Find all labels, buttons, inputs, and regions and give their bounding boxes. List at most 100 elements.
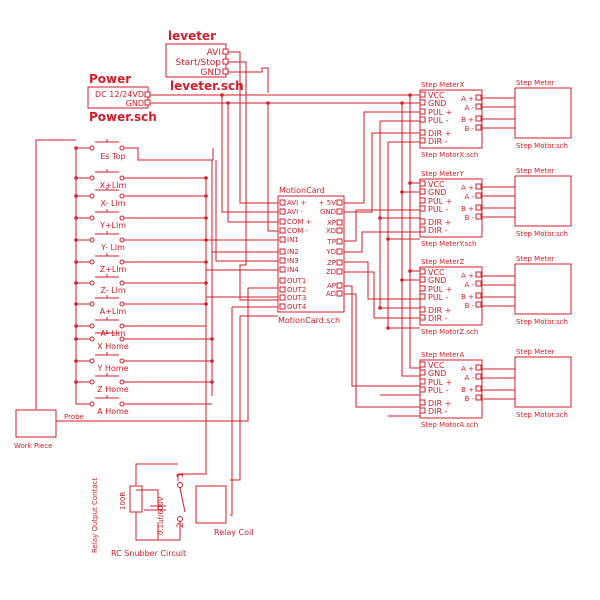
- relay-pin-2-label: 2: [176, 522, 186, 528]
- capacitor-symbol: [135, 489, 166, 523]
- motion-card-left-pin-label: OUT4: [287, 303, 307, 311]
- driver-file: Step MeterY.sch: [421, 240, 476, 248]
- motion-card-right-pin-label: YD: [325, 248, 336, 256]
- motor-file: Step Motor.sch: [516, 142, 568, 150]
- power-pin-gnd: GND: [126, 99, 144, 108]
- motion-card-right-pin-label: AP: [327, 282, 336, 290]
- driver-out-pin-label: B -: [464, 214, 474, 222]
- driver-pin-mark: [419, 226, 426, 233]
- power-sheet[interactable]: Power DC 12/24VD GND Power.sch: [87, 72, 157, 124]
- driver-pin-mark: [419, 99, 426, 106]
- limit-switch[interactable]: X- Llm: [89, 187, 126, 208]
- switch-label: Y Home: [96, 364, 128, 373]
- switch-label: Z- Llm: [100, 286, 125, 295]
- motion-card-right-pin-mark: [336, 259, 343, 266]
- motion-card-sheet[interactable]: MotionCard MotionCard.sch AVI +AVI -COM …: [277, 186, 345, 325]
- driver-out-pin-label: A +: [461, 365, 474, 373]
- work-piece[interactable]: Work Piece: [14, 409, 57, 450]
- motor-body: [514, 263, 572, 315]
- driver-body: [419, 266, 483, 326]
- motion-card-left-pin-mark: [279, 208, 286, 215]
- motion-card-right-pin-label: + 5V: [319, 199, 337, 207]
- driver-title: Step MeterA: [421, 351, 464, 359]
- motion-card-right-pin-label: ZD: [326, 268, 336, 276]
- driver-pin-label: PUL -: [428, 293, 449, 302]
- limit-switch[interactable]: A Home: [89, 395, 129, 416]
- driver-out-pin-mark: [475, 385, 482, 392]
- driver-pin-label: GND: [428, 276, 446, 285]
- limit-switch[interactable]: Z- Llm: [89, 274, 126, 295]
- leveter-pin-gnd: GND: [200, 68, 221, 78]
- switch-label: Y- Llm: [100, 243, 125, 252]
- driver-pin-label: GND: [428, 99, 446, 108]
- driver-pin-mark: [419, 369, 426, 376]
- rc-snubber: Relay Output Contact 100R 0.1uf/600V 1 2…: [91, 472, 186, 558]
- leveter-sheet[interactable]: leveter AVI Start/Stop GND leveter.sch: [165, 29, 244, 93]
- driver-out-pin-label: B +: [461, 386, 474, 394]
- motor-file: Step Motor.sch: [516, 318, 568, 326]
- driver-pin-label: PUL +: [428, 285, 452, 294]
- motion-card-left-pin-label: COM -: [287, 227, 309, 235]
- switch-terminal: [89, 358, 95, 364]
- limit-switch[interactable]: Y- Llm: [89, 231, 125, 252]
- limit-switch[interactable]: Z+Llm: [89, 253, 127, 274]
- driver-body: [419, 89, 483, 149]
- switch-label: X Home: [97, 342, 129, 351]
- relay-coil[interactable]: Relay Coil: [195, 485, 253, 537]
- limit-switch[interactable]: Z Home: [89, 373, 129, 394]
- driver-pin-mark: [419, 386, 426, 393]
- motor-title: Step Meter: [516, 167, 555, 175]
- driver-out-pin-mark: [475, 364, 482, 371]
- motion-card-left-pin-label: OUT1: [287, 277, 306, 285]
- wires: [35, 51, 515, 541]
- motion-card-left-pin-mark: [279, 227, 286, 234]
- relay-contact-switch: [179, 487, 186, 513]
- driver-pin-label: DIR +: [428, 129, 451, 138]
- motion-card-right-pin-mark: [336, 282, 343, 289]
- driver-pin-mark: [419, 361, 426, 368]
- switch-label: X- Llm: [101, 199, 126, 208]
- motion-card-file: MotionCard.sch: [278, 316, 340, 325]
- switch-label: Z+Llm: [100, 265, 127, 274]
- switch-terminal: [89, 193, 95, 199]
- motion-card-left-pin-mark: [279, 236, 286, 243]
- driver-out-pin-label: A +: [461, 184, 474, 192]
- switch-terminal: [119, 175, 125, 181]
- limit-switch[interactable]: A+Llm: [89, 295, 127, 316]
- limit-switch[interactable]: X+Llm: [89, 169, 127, 190]
- switch-terminal: [119, 379, 125, 385]
- motion-card-right-pin-mark: [336, 199, 343, 206]
- limit-switch[interactable]: X Home: [89, 330, 129, 351]
- driver-out-pin-mark: [475, 124, 482, 131]
- motion-card-left-pin-mark: [279, 257, 286, 264]
- driver-pin-label: PUL +: [428, 378, 452, 387]
- limit-switch[interactable]: Y Home: [89, 352, 129, 373]
- driver-pin-label: GND: [428, 188, 446, 197]
- switch-terminal: [119, 401, 125, 407]
- switch-terminal: [89, 301, 95, 307]
- driver-out-pin-mark: [475, 103, 482, 110]
- driver-out-pin-label: A -: [464, 374, 474, 382]
- driver-out-pin-label: B +: [461, 293, 474, 301]
- motion-card-right-pin-mark: [336, 238, 343, 245]
- driver-pin-mark: [419, 276, 426, 283]
- limit-switch[interactable]: Es Top: [89, 139, 126, 161]
- driver-out-pin-label: B -: [464, 125, 474, 133]
- limit-switch[interactable]: Y+Llm: [89, 209, 126, 230]
- motion-card-right-pin-mark: [336, 219, 343, 226]
- motor-file: Step Motor.sch: [516, 411, 568, 419]
- motion-card-left-pin-label: IN2: [287, 248, 299, 256]
- limit-switch[interactable]: A- Llm: [89, 317, 126, 338]
- switch-label: A Home: [97, 407, 129, 416]
- driver-pin-label: DIR +: [428, 306, 451, 315]
